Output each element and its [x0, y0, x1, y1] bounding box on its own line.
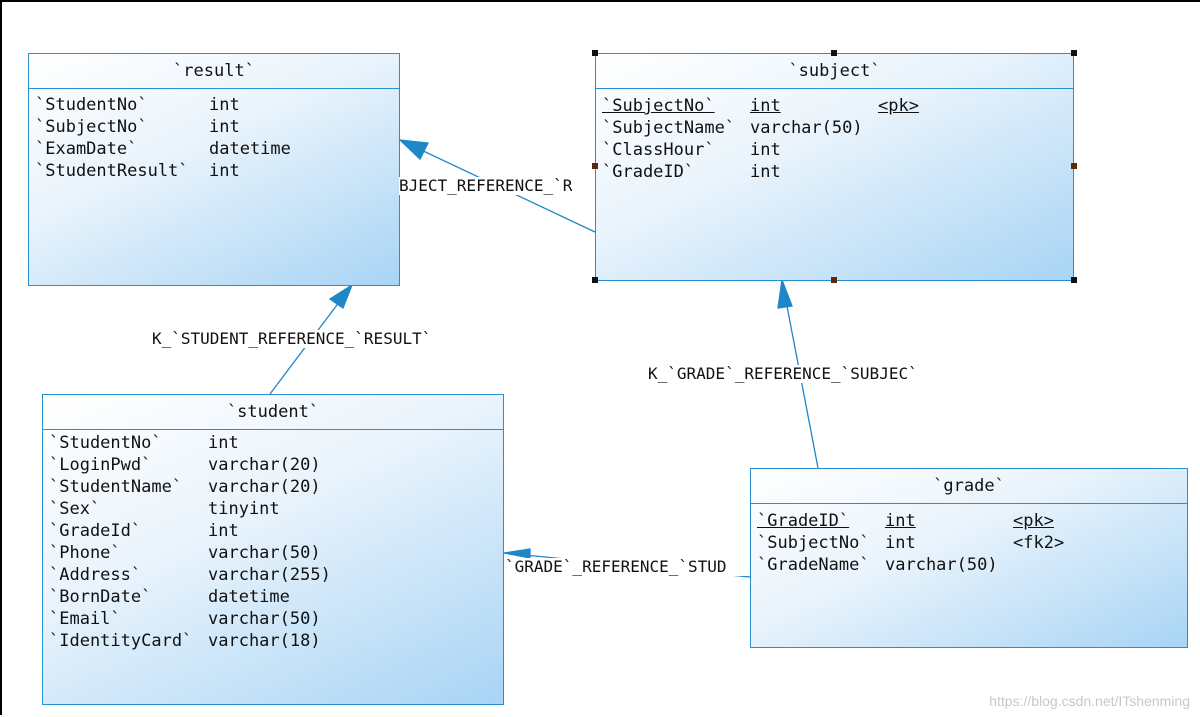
selection-handle[interactable]: [831, 277, 837, 283]
field-type: tinyint: [208, 499, 280, 519]
field-row: `Sex` tinyint: [49, 498, 499, 520]
field-name: `SubjectNo`: [35, 117, 148, 137]
entity-title: `grade`: [751, 469, 1187, 504]
field-row: `IdentityCard` varchar(18): [49, 630, 499, 652]
field-row: `StudentResult` int: [35, 160, 395, 182]
entity-title: `subject`: [596, 54, 1073, 89]
field-type: int: [209, 117, 240, 137]
field-name: `Address`: [49, 565, 142, 585]
field-name: `GradeID`: [757, 511, 850, 531]
field-row: `ClassHour` int: [602, 139, 1069, 161]
field-row: `SubjectNo` int <fk2>: [757, 532, 1183, 554]
arrow-student-from-grade: [503, 548, 531, 559]
field-row: `StudentNo` int: [49, 432, 499, 454]
field-name: `StudentName`: [49, 477, 183, 497]
field-type: int: [885, 511, 916, 531]
field-row: `SubjectNo` int: [35, 116, 395, 138]
field-type: datetime: [209, 139, 291, 159]
field-type: int: [208, 433, 239, 453]
field-type: int: [750, 96, 781, 116]
field-type: varchar(18): [208, 631, 321, 651]
arrow-result-from-subject: [398, 139, 430, 161]
field-row: `StudentNo` int: [35, 94, 395, 116]
field-name: `Sex`: [49, 499, 101, 519]
field-name: `LoginPwd`: [49, 455, 152, 475]
field-row: `GradeId` int: [49, 520, 499, 542]
relation-label-subject-result[interactable]: BJECT_REFERENCE_`R: [399, 176, 573, 195]
field-name: `SubjectNo`: [757, 533, 870, 553]
field-name: `GradeId`: [49, 521, 142, 541]
field-row: `GradeID` int: [602, 161, 1069, 183]
field-row: `GradeID` int <pk>: [757, 510, 1183, 532]
field-type: datetime: [208, 587, 290, 607]
watermark: https://blog.csdn.net/ITshenming: [989, 693, 1190, 709]
field-name: `StudentNo`: [49, 433, 162, 453]
selection-handle[interactable]: [592, 277, 598, 283]
field-key: <fk2>: [1013, 533, 1065, 553]
field-key: <pk>: [878, 96, 919, 116]
field-list: `StudentNo` int `SubjectNo` int `ExamDate`…: [35, 94, 395, 182]
selection-handle[interactable]: [592, 50, 598, 56]
field-type: int: [885, 533, 916, 553]
relation-label-student-result[interactable]: K_`STUDENT_REFERENCE_`RESULT`: [152, 329, 432, 348]
selection-handle[interactable]: [1071, 277, 1077, 283]
field-name: `ExamDate`: [35, 139, 138, 159]
field-name: `SubjectName`: [602, 118, 736, 138]
field-row: `SubjectName` varchar(50): [602, 117, 1069, 139]
field-row: `GradeName` varchar(50): [757, 554, 1183, 576]
field-list: `GradeID` int <pk> `SubjectNo` int <fk2> `Gr…: [757, 510, 1183, 576]
field-row: `BornDate` datetime: [49, 586, 499, 608]
field-row: `ExamDate` datetime: [35, 138, 395, 160]
field-name: `ClassHour`: [602, 140, 715, 160]
selection-handle[interactable]: [1071, 50, 1077, 56]
entity-subject[interactable]: `subject` `SubjectNo` int <pk> `SubjectNam…: [595, 53, 1074, 281]
field-type: int: [209, 95, 240, 115]
field-row: `SubjectNo` int <pk>: [602, 95, 1069, 117]
field-row: `Email` varchar(50): [49, 608, 499, 630]
field-name: `Email`: [49, 609, 121, 629]
field-type: int: [750, 140, 781, 160]
field-row: `Phone` varchar(50): [49, 542, 499, 564]
entity-title: `result`: [29, 54, 399, 89]
field-row: `StudentName` varchar(20): [49, 476, 499, 498]
field-type: varchar(20): [208, 477, 321, 497]
field-type: int: [750, 162, 781, 182]
relation-label-grade-student[interactable]: `GRADE`_REFERENCE_`STUD: [505, 558, 749, 576]
field-name: `StudentResult`: [35, 161, 189, 181]
field-name: `SubjectNo`: [602, 96, 715, 116]
field-name: `GradeID`: [602, 162, 695, 182]
arrow-result-from-student: [328, 283, 354, 310]
entity-grade[interactable]: `grade` `GradeID` int <pk> `SubjectNo` int <…: [750, 468, 1188, 648]
field-type: varchar(50): [208, 543, 321, 563]
field-name: `Phone`: [49, 543, 121, 563]
field-name: `BornDate`: [49, 587, 152, 607]
selection-handle[interactable]: [831, 50, 837, 56]
selection-handle[interactable]: [1071, 163, 1077, 169]
entity-title: `student`: [43, 395, 503, 430]
field-row: `LoginPwd` varchar(20): [49, 454, 499, 476]
entity-student[interactable]: `student` `StudentNo` int `LoginPwd` varch…: [42, 394, 504, 705]
field-type: varchar(255): [208, 565, 331, 585]
field-type: int: [209, 161, 240, 181]
field-name: `IdentityCard`: [49, 631, 193, 651]
field-type: varchar(50): [750, 118, 863, 138]
field-name: `GradeName`: [757, 555, 870, 575]
field-type: int: [208, 521, 239, 541]
arrow-subject-from-grade: [777, 277, 793, 309]
entity-result[interactable]: `result` `StudentNo` int `SubjectNo` int `…: [28, 53, 400, 286]
field-list: `SubjectNo` int <pk> `SubjectName` varchar(…: [602, 95, 1069, 183]
relation-label-grade-subject[interactable]: K_`GRADE`_REFERENCE_`SUBJEC`: [648, 364, 918, 383]
field-row: `Address` varchar(255): [49, 564, 499, 586]
field-key: <pk>: [1013, 511, 1054, 531]
field-type: varchar(20): [208, 455, 321, 475]
field-list: `StudentNo` int `LoginPwd` varchar(20) `St…: [49, 432, 499, 652]
selection-handle[interactable]: [592, 163, 598, 169]
field-type: varchar(50): [208, 609, 321, 629]
field-type: varchar(50): [885, 555, 998, 575]
field-name: `StudentNo`: [35, 95, 148, 115]
